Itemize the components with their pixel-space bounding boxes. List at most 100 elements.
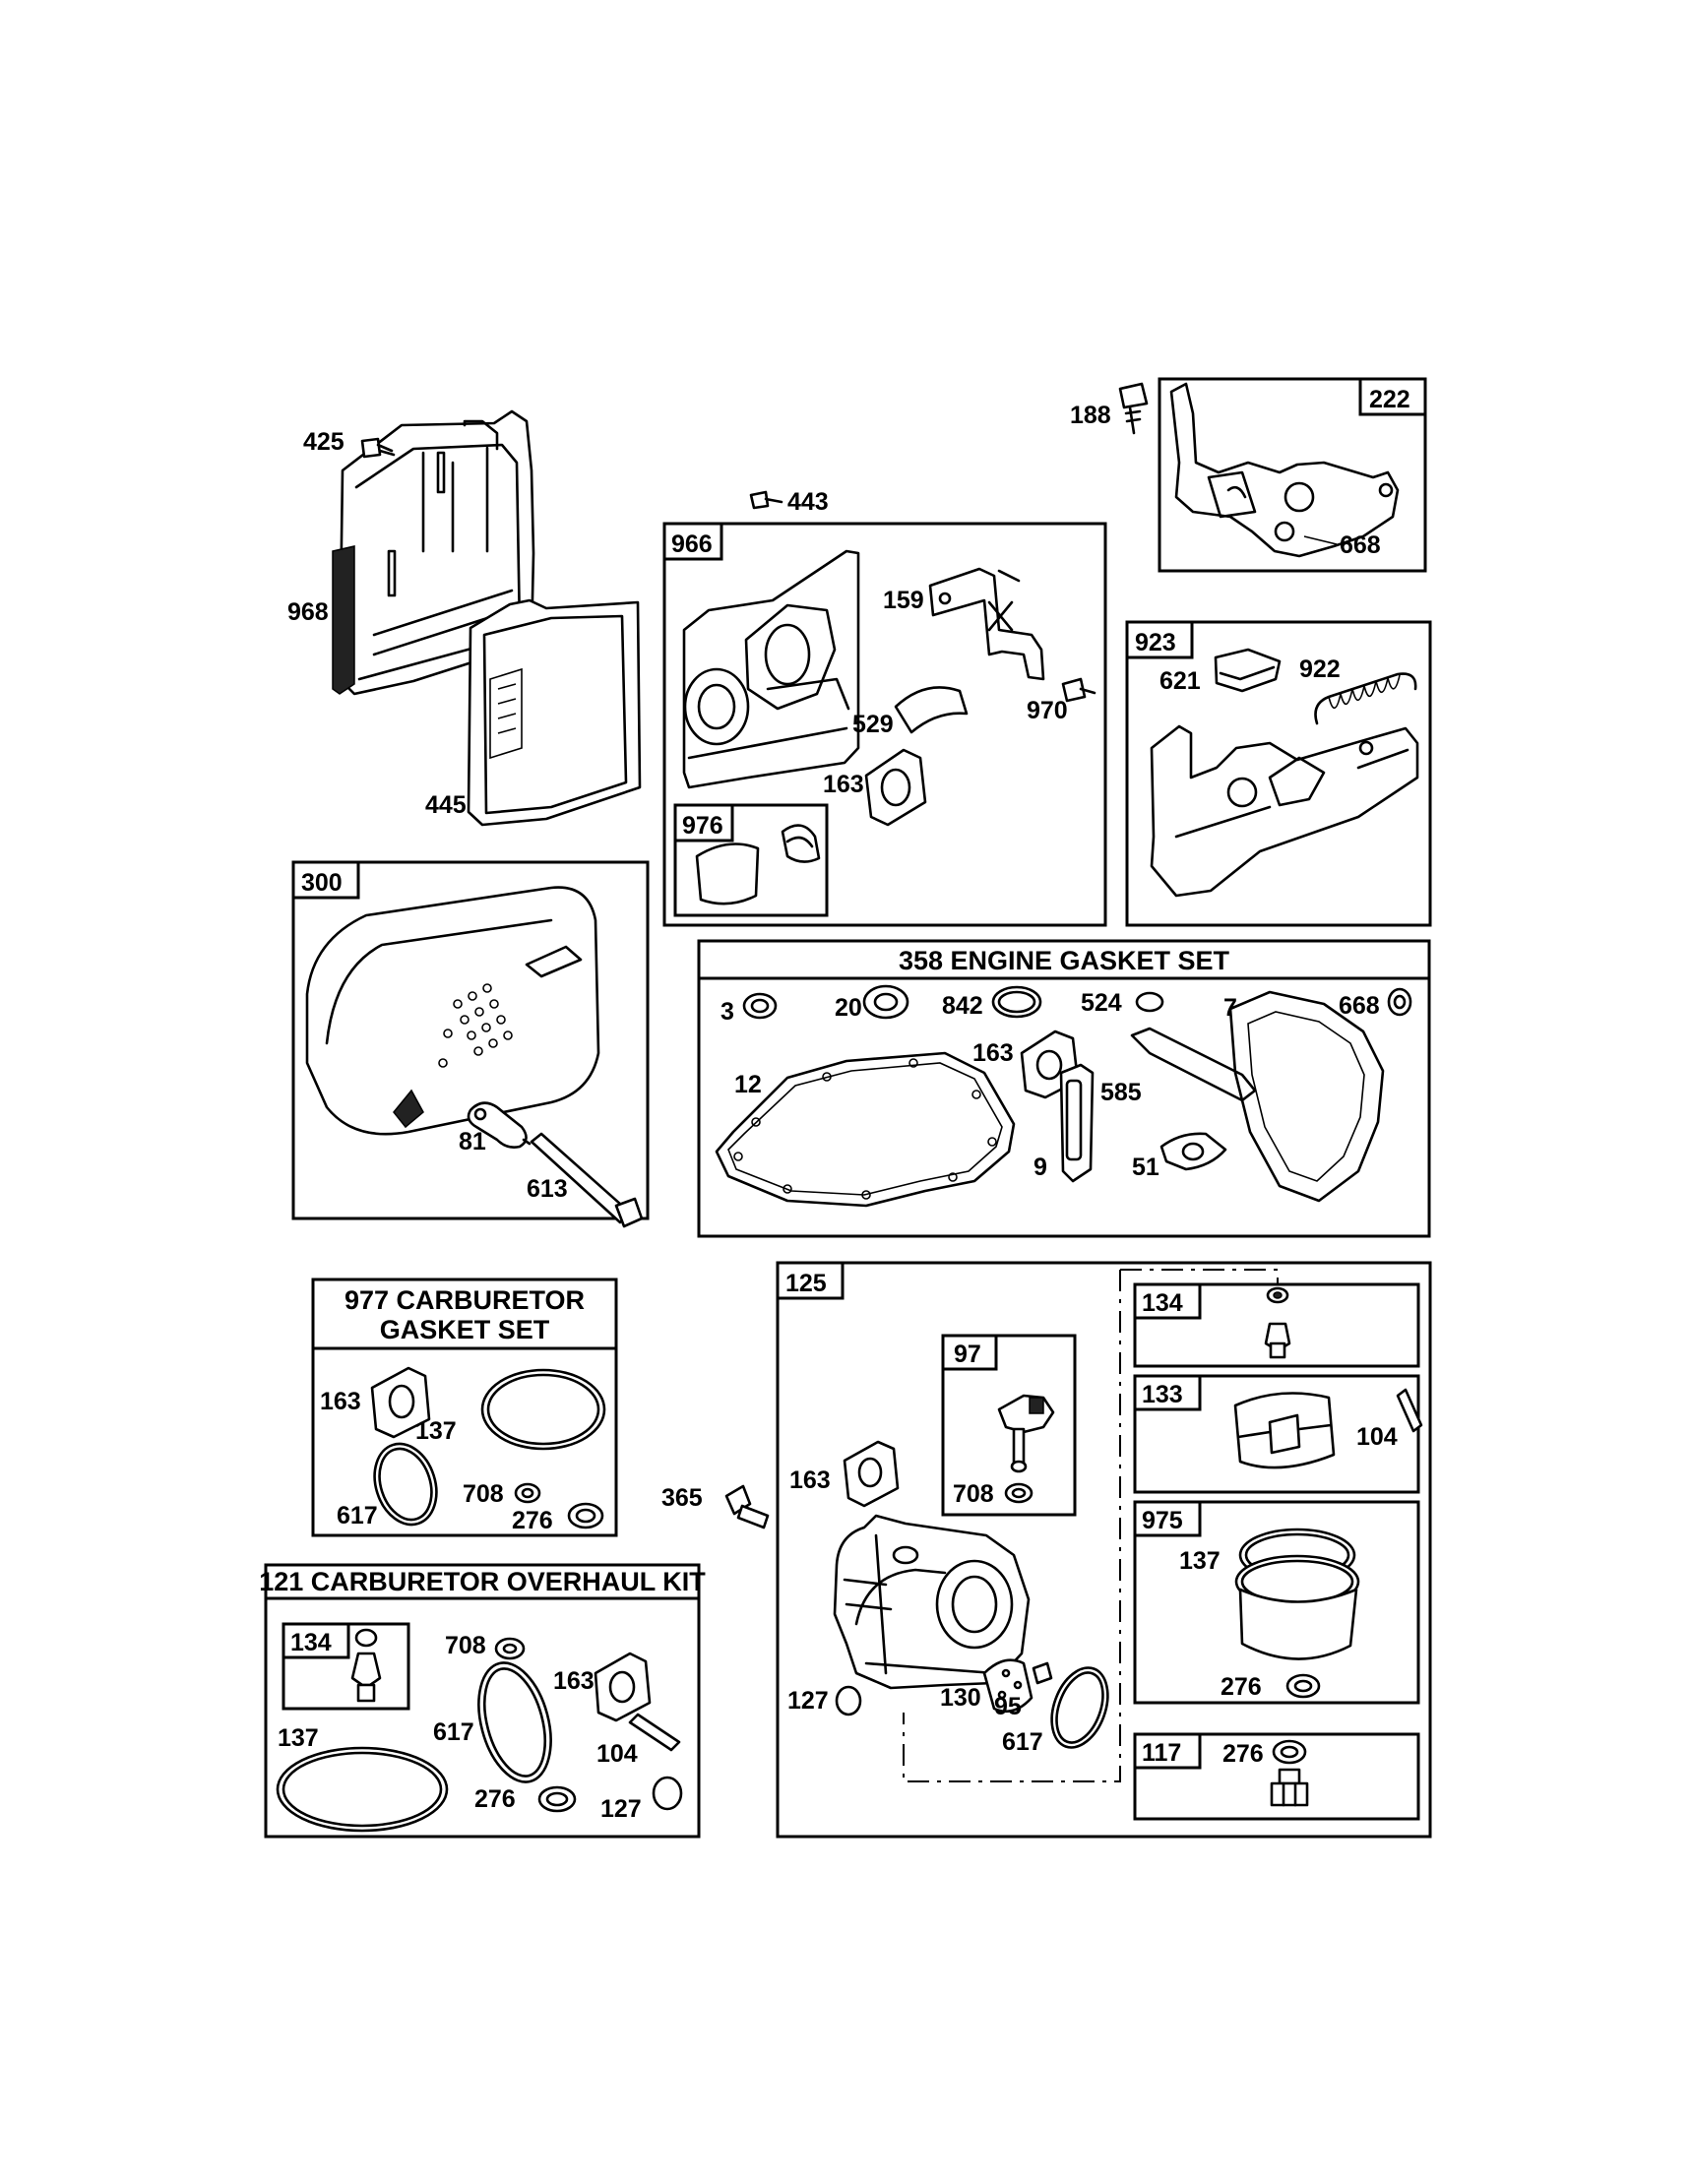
breather-screw-443	[749, 490, 783, 510]
bracket-screw-970	[1061, 677, 1096, 703]
screw-188	[1118, 382, 1149, 435]
governor-bracket	[1169, 382, 1400, 558]
part-label-12: 12	[734, 1071, 762, 1098]
overhaul-kit-parts	[276, 1628, 683, 1833]
box-976	[673, 803, 829, 917]
part-label-130: 130	[940, 1684, 981, 1712]
box-tag-976: 976	[682, 812, 723, 840]
box-engine-gasket-set	[697, 939, 1431, 1238]
part-label-127-carb: 127	[787, 1687, 829, 1715]
float-133	[1233, 1388, 1423, 1469]
box-923	[1125, 620, 1432, 927]
solenoid-97	[997, 1394, 1055, 1504]
muffler-guard-81	[467, 1101, 528, 1149]
spring-922	[1314, 672, 1417, 725]
part-label-708-carbgasket: 708	[463, 1480, 504, 1508]
carburetor-body	[833, 1514, 1031, 1690]
box-tag-133: 133	[1142, 1381, 1183, 1408]
box-tag-125: 125	[785, 1270, 827, 1297]
bowl-nut-117	[1270, 1739, 1309, 1807]
part-label-159: 159	[883, 587, 924, 614]
part-label-163-gasketset: 163	[972, 1039, 1014, 1067]
part-label-585: 585	[1100, 1079, 1142, 1106]
box-117	[1133, 1732, 1420, 1821]
filter-screw-425	[360, 437, 396, 459]
part-label-621: 621	[1159, 667, 1201, 695]
box-tag-222: 222	[1369, 386, 1410, 413]
box-133	[1133, 1374, 1420, 1494]
carb-small-parts	[835, 1658, 1109, 1749]
part-label-276-overhaul: 276	[474, 1785, 516, 1813]
part-label-137-overhaul: 137	[278, 1724, 319, 1752]
part-label-3: 3	[720, 998, 734, 1026]
box-carburetor-gasket-set	[311, 1278, 618, 1537]
part-label-20: 20	[835, 994, 862, 1022]
part-label-9: 9	[1033, 1154, 1047, 1181]
part-label-276-box975: 276	[1221, 1673, 1262, 1701]
box-tag-97: 97	[954, 1341, 981, 1368]
box-tag-300: 300	[301, 869, 343, 897]
part-label-529: 529	[852, 711, 894, 738]
part-label-613: 613	[527, 1175, 568, 1203]
gasket-163-carb	[843, 1440, 900, 1508]
part-label-104-overhaul: 104	[596, 1740, 638, 1768]
box-97	[941, 1334, 1077, 1517]
muffler-bolt-613	[522, 1132, 644, 1228]
gasket-163-box966	[864, 748, 927, 827]
air-filter-445	[467, 598, 642, 827]
part-label-970: 970	[1027, 697, 1068, 724]
gasket-set-parts	[715, 984, 1412, 1208]
carb-gasket-set-parts	[370, 1366, 606, 1529]
box-tag-117: 117	[1142, 1739, 1181, 1767]
part-label-443: 443	[787, 488, 829, 516]
carb-gasket-set-title-line2: GASKET SET	[380, 1315, 550, 1344]
part-label-968: 968	[287, 598, 329, 626]
part-label-188: 188	[1070, 402, 1111, 429]
box-300	[291, 860, 650, 1220]
part-label-95: 95	[994, 1693, 1022, 1720]
carb-gasket-set-title-line1: 977 CARBURETOR	[344, 1285, 585, 1315]
part-label-668-box222: 668	[1340, 531, 1381, 559]
part-labels: 425 968 445 443 188 668 159 970 529 163 …	[278, 402, 1398, 1823]
leader-lines	[1303, 535, 1338, 545]
box-tag-134-overhaul: 134	[290, 1629, 332, 1656]
box-tag-966: 966	[671, 530, 713, 558]
part-label-708-overhaul: 708	[445, 1632, 486, 1659]
air-cleaner-bracket	[682, 549, 860, 789]
part-label-365: 365	[661, 1484, 703, 1512]
part-label-163-box966: 163	[823, 771, 864, 798]
part-label-163-carb: 163	[789, 1466, 831, 1494]
part-label-524: 524	[1081, 989, 1122, 1017]
box-975	[1133, 1500, 1420, 1705]
engine-gasket-set-title: 358 ENGINE GASKET SET	[899, 946, 1230, 975]
box-tag-975: 975	[1142, 1507, 1183, 1534]
part-label-425: 425	[303, 428, 344, 456]
part-label-617-carb: 617	[1002, 1728, 1043, 1756]
choke-bracket-159	[928, 567, 1045, 681]
screw-365	[724, 1484, 770, 1529]
part-label-104-box133: 104	[1356, 1423, 1398, 1451]
box-tag-923: 923	[1135, 629, 1176, 656]
part-label-922: 922	[1299, 655, 1341, 683]
part-label-276-carbgasket: 276	[512, 1507, 553, 1534]
float-bowl-975	[1234, 1528, 1360, 1699]
box-134-carb	[1133, 1282, 1420, 1368]
muffler	[305, 886, 600, 1136]
part-label-276-box117: 276	[1222, 1740, 1264, 1768]
box-222	[1158, 377, 1427, 573]
breather-tube-529	[894, 686, 969, 734]
box-carburetor-overhaul-kit	[264, 1563, 701, 1839]
box-125	[776, 1261, 1432, 1839]
part-label-163-carbgasket: 163	[320, 1388, 361, 1415]
part-label-163-overhaul: 163	[553, 1667, 595, 1695]
control-bracket	[1150, 724, 1419, 898]
part-label-7: 7	[1223, 994, 1237, 1022]
part-label-708-box97: 708	[953, 1480, 994, 1508]
box-tag-134-carb: 134	[1142, 1289, 1183, 1317]
box-966	[662, 522, 1107, 927]
part-label-617-overhaul: 617	[433, 1718, 474, 1746]
part-label-842: 842	[942, 992, 983, 1020]
needle-valve-134	[1264, 1286, 1291, 1359]
dashed-leader-lines	[903, 1269, 1279, 1782]
